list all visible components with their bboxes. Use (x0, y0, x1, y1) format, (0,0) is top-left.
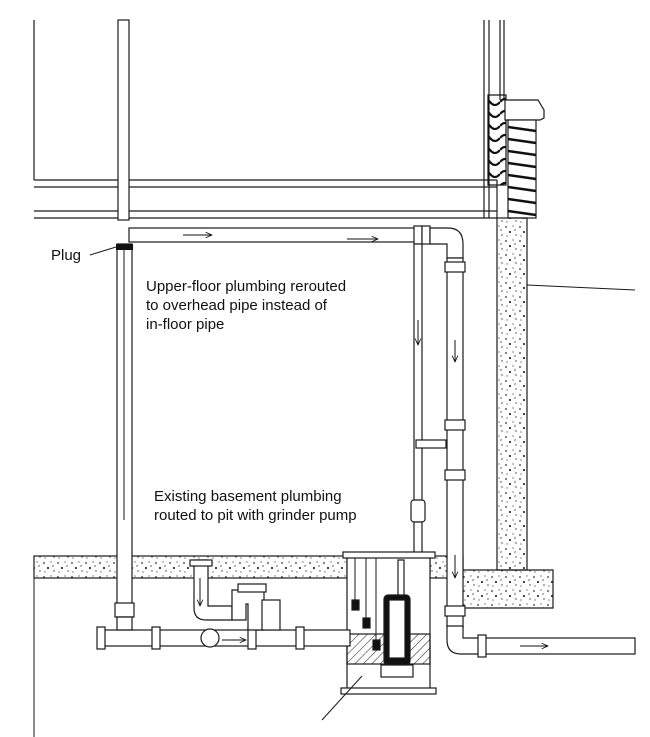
upper-floor-note: Upper-floor plumbing rerouted to overhea… (146, 278, 347, 333)
old-stack-plugged (114, 243, 135, 618)
right-vertical-pipe (444, 257, 481, 655)
foundation-wall (461, 217, 636, 609)
overhead-pipe (128, 225, 464, 259)
plug-label: Plug (51, 247, 82, 264)
floor-band (34, 179, 498, 219)
float-switches (351, 558, 381, 651)
pit-leader (321, 675, 363, 721)
plug-leader (89, 246, 117, 256)
plug-cap (116, 244, 133, 250)
grinder-pump (380, 559, 414, 678)
upper-vertical-stack (117, 19, 130, 221)
pump-discharge-pipe (410, 243, 447, 559)
upper-exterior-wall (483, 20, 545, 219)
basement-note: Existing basement plumbing routed to pit… (154, 488, 357, 524)
pit-lid (342, 551, 436, 559)
outlet-pipe (477, 634, 636, 658)
basement-drain-pipe (96, 559, 351, 650)
